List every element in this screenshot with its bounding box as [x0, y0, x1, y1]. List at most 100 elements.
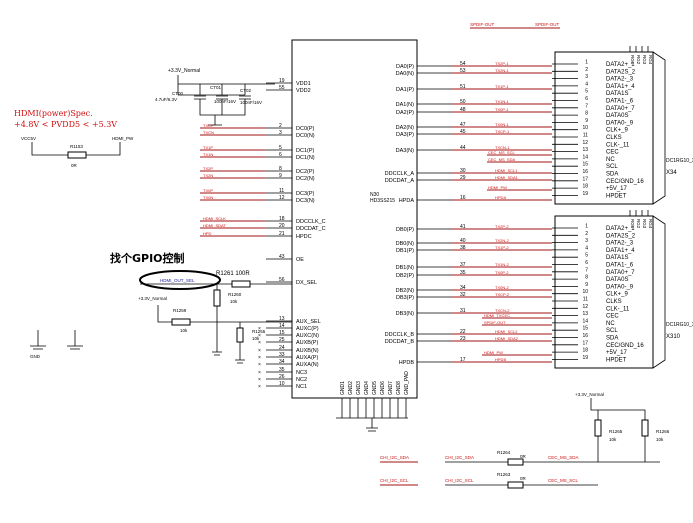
ic-ref: N30	[370, 192, 379, 198]
ic-gnd-pin-2: GND2	[348, 381, 354, 418]
pin-name: DDCCLK_A	[385, 171, 415, 177]
pin-name: DDCDAT_A	[385, 178, 415, 184]
net-label: TX2N	[203, 173, 213, 178]
r1266-ref: R1266	[656, 429, 670, 434]
ic-right-pins: 54DA0(P)TX2P-153DA0(N)TX2N-151DA1(P)TX1P…	[385, 61, 552, 366]
ic-gnd-pin-3: GND3	[356, 381, 362, 418]
hdmi-pw-net: HDMI_PW	[112, 136, 134, 141]
ground-symbols: GND	[30, 330, 83, 359]
gnd-pin-name: GND_PAD	[404, 371, 410, 395]
pin-number: 12	[582, 304, 588, 310]
net-label: HDMI_SDA1	[495, 175, 519, 180]
scl-in: CHI_I2C_SCL	[380, 478, 409, 483]
pin-name: DATA2S_2	[606, 233, 636, 239]
net-label: TX0N	[203, 195, 213, 200]
pin-name: DATA1S	[606, 255, 628, 261]
r1153-value: 0R	[71, 163, 78, 168]
nc-mark: ×	[258, 384, 261, 390]
r1264-value: 0R	[520, 454, 527, 459]
pin-number: 3	[585, 74, 588, 80]
pin-number: 11	[583, 133, 588, 139]
connector-short-ref: X310	[666, 334, 681, 340]
gnd-pin-name: GND5	[372, 381, 378, 395]
pin-number: 8	[585, 275, 588, 281]
pin-name: CLK-_11	[606, 306, 630, 312]
sda-out: CEC_MS_SDA	[548, 455, 579, 460]
pin-number: 33	[279, 352, 285, 358]
pin-number: 37	[460, 262, 466, 268]
pin-name: DC1(P)	[296, 148, 315, 154]
pin-name: VDD1	[296, 81, 311, 87]
ic-gnd-pin-4: GND4	[364, 381, 370, 418]
ic-part: HD3SS215	[370, 198, 395, 204]
gnd-pin-name: GND4	[364, 381, 370, 395]
pin-number: 25	[279, 337, 285, 343]
power-rail-label: +3.3V_Normal	[168, 68, 200, 74]
cap-ct00-value: 4.7uF/6.3V	[155, 97, 177, 102]
nc-mark: ×	[258, 355, 261, 361]
pin-number: 24	[279, 345, 285, 351]
gpio-net-label: HDMI_OUT_SEL	[160, 278, 195, 283]
aux-rail-label: +3.3V_Normal	[138, 296, 167, 301]
ic-gnd-pin-1: GND1	[340, 381, 346, 418]
pin-name: HPDET	[606, 193, 627, 199]
pin-name: DATA1S	[606, 91, 628, 97]
mount-pin: RG2	[636, 219, 641, 229]
net-label: TX1P	[203, 145, 213, 150]
net-label: HDMI_SCLK	[203, 216, 226, 221]
pin-number: 55	[279, 85, 285, 91]
nc-mark: ×	[258, 340, 261, 346]
extra-net: SPDIF-OUT	[484, 320, 506, 325]
sda-mid: CHI_I2C_SDA	[445, 455, 474, 460]
conn-pin-18: 18+5V_17	[552, 184, 628, 192]
pin-name: DA3(N)	[396, 148, 415, 154]
extra-net: HDMI_PW	[488, 185, 507, 190]
pin-name: DB2(P)	[396, 273, 414, 279]
nc-mark: ×	[258, 348, 261, 354]
pin-number: 5	[585, 253, 588, 259]
pin-name: DATA0+_7	[606, 270, 635, 276]
pin-number: 12	[279, 195, 285, 201]
i2c-section: +3.3V_Normal R1265 10k R1266 10k CHI_I2C…	[380, 392, 670, 489]
pin-name: DA2(N)	[396, 125, 415, 131]
pin-number: 20	[279, 223, 285, 229]
ic-gnd-pin-9: GND_PAD	[404, 371, 410, 418]
pin-name: AUXB(P)	[296, 340, 318, 346]
mount-pin: RG3	[642, 55, 647, 65]
cap-ct01-value: 100nF/16V	[214, 99, 236, 104]
nc-mark: ×	[258, 377, 261, 383]
pin-name: CLKS	[606, 299, 622, 305]
pin-name: DATA2+_1	[606, 62, 635, 68]
pin-name: SCL	[606, 164, 618, 170]
mount-pin: RG1	[630, 55, 635, 65]
vcc5v-label: VCC5V	[21, 136, 36, 141]
pin-number: 9	[585, 282, 588, 288]
pin-name: DATA0+_7	[606, 106, 635, 112]
pin-name: AUX_SEL	[296, 319, 321, 325]
r1255-value: 10k	[252, 336, 260, 341]
dx-sel-area: R1261 100R R1260 10k +3.3V_Normal R1259 …	[138, 271, 292, 364]
